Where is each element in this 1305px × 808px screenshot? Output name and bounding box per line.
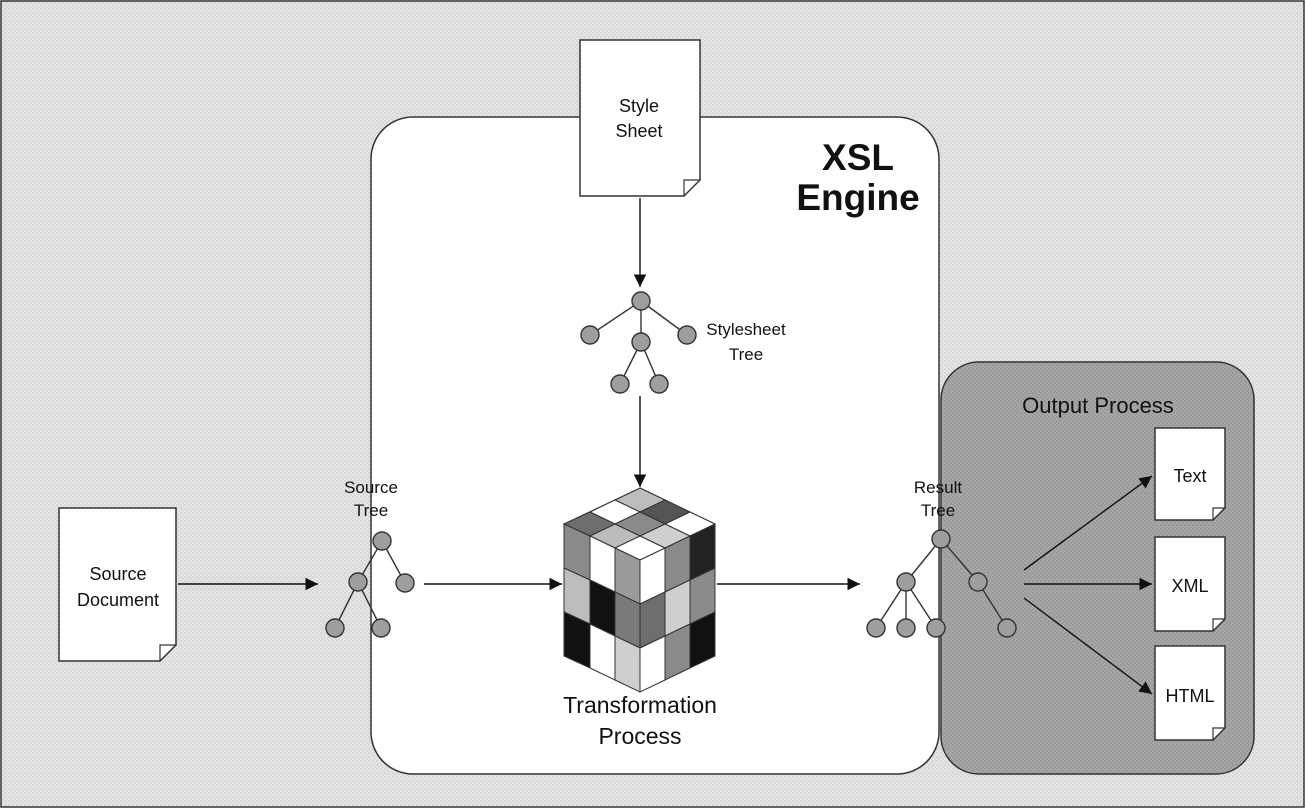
transformation-cube — [562, 487, 717, 693]
transformation-line1: Transformation — [563, 692, 717, 718]
stylesheet-tree-line2: Tree — [729, 345, 763, 364]
source-document-line1: Source — [89, 564, 146, 584]
output-xml-document: XML — [1154, 536, 1226, 632]
output-text-document: Text — [1154, 427, 1226, 521]
output-xml-label: XML — [1171, 576, 1208, 596]
result-tree-line1: Result — [914, 478, 962, 497]
transformation-line2: Process — [598, 723, 681, 749]
source-document: Source Document — [58, 507, 177, 662]
source-tree-line2: Tree — [354, 501, 388, 520]
arrow-to-text — [1023, 475, 1153, 571]
result-tree-line2: Tree — [921, 501, 955, 520]
stylesheet-tree-line1: Stylesheet — [706, 320, 786, 339]
stylesheet-tree — [580, 291, 697, 394]
result-tree — [866, 529, 1017, 638]
engine-title-line1: XSL — [822, 137, 894, 178]
output-html-label: HTML — [1166, 686, 1215, 706]
style-sheet-line1: Style — [619, 96, 659, 116]
output-process-title: Output Process — [1022, 393, 1174, 418]
arrow-to-html — [1023, 597, 1153, 695]
output-text-label: Text — [1173, 466, 1206, 486]
source-document-line2: Document — [77, 590, 159, 610]
style-sheet-document: Style Sheet — [579, 39, 701, 197]
source-tree — [325, 531, 415, 638]
flow-arrows — [178, 198, 1153, 695]
engine-title-line2: Engine — [796, 177, 919, 218]
output-html-document: HTML — [1154, 645, 1226, 741]
source-tree-line1: Source — [344, 478, 398, 497]
style-sheet-line2: Sheet — [615, 121, 662, 141]
